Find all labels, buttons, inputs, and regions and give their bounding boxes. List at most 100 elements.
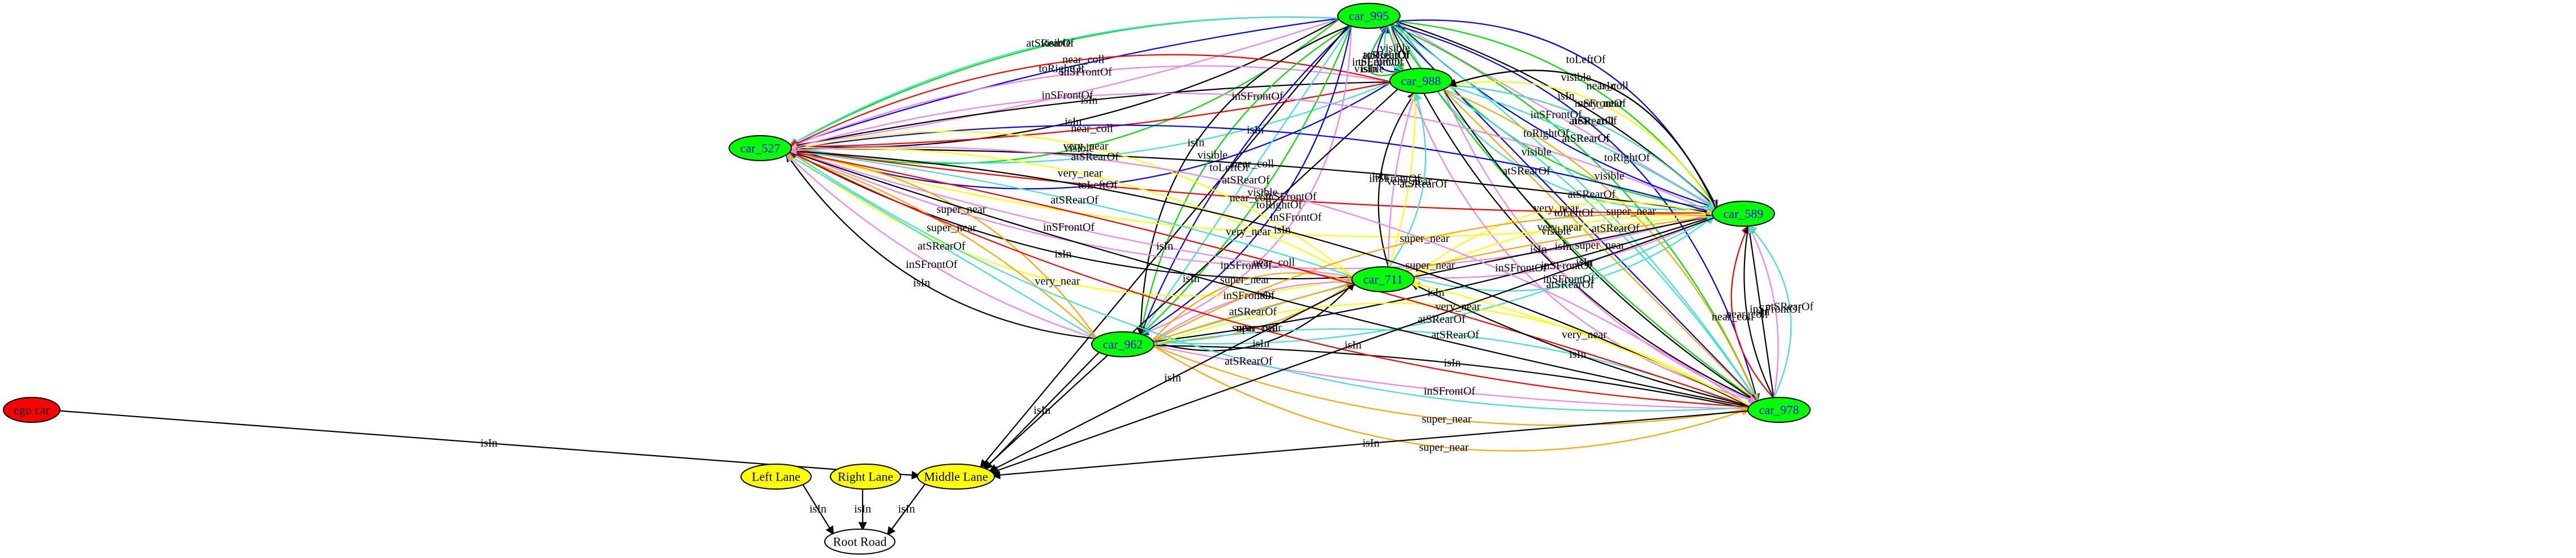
nodes-layer: car_995 car_988 car_527 car_589 car_711 car_9… (3, 3, 1811, 555)
edge-car_995-to-car_589 (1394, 20, 1718, 209)
edge-label: toLeftOf (1209, 162, 1249, 174)
edge-car_995-to-car_962 (1139, 25, 1352, 336)
node-right-lane[interactable]: Right Lane (830, 464, 901, 490)
node-label: Root Road (833, 535, 887, 549)
edge-label: inSFrontOf (1265, 191, 1316, 203)
edge-label: visible (1354, 63, 1384, 75)
edge-label: toRightOf (1256, 199, 1302, 211)
edge-label: inSFrontOf (1231, 90, 1283, 102)
edge-car_978-to-car_527 (788, 146, 1751, 408)
edge-label: very_near (1578, 97, 1623, 110)
edge-car_711-to-car_988 (1377, 92, 1416, 268)
node-root-road[interactable]: Root Road (824, 529, 895, 555)
node-car-978[interactable]: car_978 (1747, 397, 1811, 423)
node-label: car_988 (1401, 74, 1441, 88)
edge-label: visible (1594, 170, 1624, 182)
node-label: Right Lane (838, 470, 893, 484)
edge-car_988-to-middle_lane (983, 88, 1399, 470)
node-label: car_978 (1759, 403, 1799, 417)
edge-label: super_near (1575, 239, 1625, 252)
node-ellipse (740, 464, 812, 490)
node-ego-car[interactable]: ego car (3, 397, 61, 423)
edge-car_988-to-car_527 (789, 65, 1392, 148)
edge-label: super_near (1606, 205, 1656, 218)
node-label: Left Lane (752, 470, 800, 484)
edge-car_711-to-car_589 (1412, 215, 1715, 279)
edge-label: near_coll (1236, 322, 1278, 335)
edge-label: very_near (1226, 226, 1271, 238)
edge-car_978-to-car_711 (1410, 280, 1751, 407)
edge-label: atSRearOf (1562, 132, 1610, 145)
edge-car_589-to-car_527 (789, 124, 1715, 214)
edge-car_995-to-car_962 (1139, 25, 1352, 336)
edge-label: near_coll (1572, 115, 1614, 127)
edge-label: toRightOf (1039, 63, 1084, 75)
edge-car_988-to-car_978 (1442, 88, 1758, 403)
edge-car_589-to-car_527 (789, 144, 1715, 214)
edge-car_988-to-car_527 (789, 81, 1392, 150)
edge-label: isIn (1363, 437, 1380, 449)
edge-car_711-to-car_988 (1388, 92, 1427, 269)
node-left-lane[interactable]: Left Lane (740, 464, 812, 490)
edge-label: isIn (1187, 136, 1204, 149)
edge-label: near_coll (1232, 158, 1274, 170)
edge-car_962-to-car_589 (1152, 215, 1716, 345)
node-car-995[interactable]: car_995 (1337, 3, 1401, 29)
edge-label: toRightOf (1604, 152, 1650, 164)
edge-car_978-to-car_589 (1743, 224, 1774, 399)
node-car-527[interactable]: car_527 (729, 135, 792, 161)
edge-label: isIn (1054, 248, 1071, 261)
edge-label: isIn (1558, 90, 1575, 102)
edge-label: atSRearOf (1592, 222, 1640, 235)
edge-label: very_near (1533, 202, 1579, 214)
edge-car_962-to-car_589 (1151, 213, 1716, 343)
edge-label: inSFrontOf (906, 258, 957, 271)
edge-car_711-to-car_527 (788, 145, 1355, 278)
edge-label: isIn (1599, 80, 1616, 92)
edge-label: isIn (1183, 272, 1200, 285)
edge-label: inSFrontOf (1750, 303, 1801, 315)
node-middle-lane[interactable]: Middle Lane (917, 464, 995, 490)
edge-label: near_coll (1062, 53, 1105, 66)
edge-label: visible (1247, 187, 1277, 199)
edge-label: toLeftOf (1078, 179, 1118, 191)
edge-car_962-to-car_527 (785, 153, 1097, 340)
edge-label: isIn (1033, 404, 1050, 417)
edge-car_995-to-car_527 (788, 18, 1341, 148)
edge-car_711-to-car_988 (1388, 92, 1418, 268)
edge-label: isIn (1274, 223, 1291, 236)
node-label: car_589 (1724, 207, 1764, 221)
node-car-711[interactable]: car_711 (1351, 266, 1415, 292)
edge-car_589-to-car_988 (1447, 80, 1717, 210)
edge-label: atSRearOf (1229, 306, 1277, 318)
edge-car_589-to-car_527 (789, 145, 1714, 214)
node-ellipse (1351, 266, 1415, 292)
node-car-988[interactable]: car_988 (1389, 68, 1453, 94)
edge-label: atSRearOf (1766, 300, 1814, 313)
edge-label: toRightOf (1363, 49, 1409, 62)
edge-label: isIn (1156, 240, 1173, 253)
edge-car_988-to-car_978 (1442, 88, 1758, 403)
edge-label: isIn (1164, 372, 1181, 384)
edge-label: toLeftOf (1554, 207, 1594, 219)
edge-car_978-to-car_527 (788, 150, 1751, 408)
edge-label: atSRearOf (1562, 132, 1610, 145)
edge-car_589-to-car_988 (1447, 81, 1717, 210)
edge-label: atSRearOf (1569, 115, 1617, 127)
node-label: car_527 (740, 141, 781, 155)
edge-car_711-to-car_589 (1411, 211, 1716, 278)
node-car-962[interactable]: car_962 (1091, 331, 1155, 357)
edge-label: isIn (1576, 256, 1593, 269)
edge-car_995-to-middle_lane (980, 24, 1350, 469)
edge-car_995-to-car_978 (1389, 24, 1759, 403)
node-ellipse (917, 464, 995, 490)
edge-car_978-to-car_589 (1745, 224, 1774, 399)
edge-label: super_near (1422, 413, 1472, 426)
edge-label: atSRearOf (1050, 194, 1099, 206)
edge-car_962-to-car_527 (785, 153, 1097, 340)
edge-label: atSRearOf (1418, 313, 1466, 326)
edge-car_995-to-car_962 (1136, 24, 1352, 336)
node-car-589[interactable]: car_589 (1712, 201, 1775, 227)
